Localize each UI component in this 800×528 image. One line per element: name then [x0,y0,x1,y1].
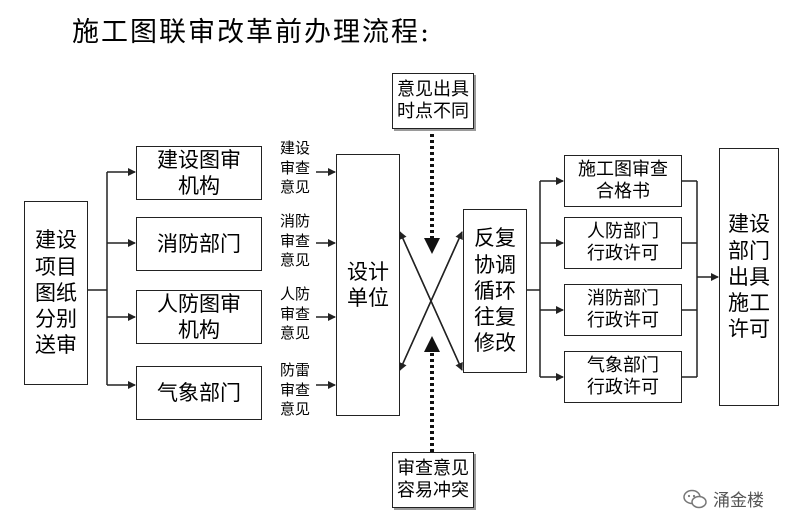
final-box: 建设 部门 出具 施工 许可 [719,148,779,406]
output-label-2: 人防部门 行政许可 [587,220,659,265]
source-box-label: 建设 项目 图纸 分别 送审 [35,228,77,358]
source-box: 建设 项目 图纸 分别 送审 [24,201,88,385]
output-label-4: 气象部门 行政许可 [587,354,659,399]
weather-dept-label: 气象部门 [157,380,241,405]
output-label-1: 施工图审查 合格书 [578,158,668,203]
watermark: 涌金楼 [683,486,764,511]
output-box-3: 消防部门 行政许可 [564,284,682,336]
civil-defense-review-label: 人防图审 机构 [157,291,241,342]
chat-bubble-icon [683,489,707,508]
output-label-3: 消防部门 行政许可 [587,287,659,332]
opinion-label-3: 人防 审查 意见 [279,285,310,342]
opinion-label-1: 建设 审查 意见 [279,139,310,196]
construction-review-box: 建设图审 机构 [136,146,262,200]
watermark-label: 涌金楼 [713,491,764,511]
output-box-4: 气象部门 行政许可 [564,351,682,403]
construction-review-label: 建设图审 机构 [157,147,241,198]
fire-dept-box: 消防部门 [136,217,262,271]
design-unit-label: 设计 单位 [347,259,389,310]
design-unit-box: 设计 单位 [336,154,400,416]
cross-arrow-up-left [399,231,463,371]
dotted-arrowhead-down [424,238,440,254]
opinion-label-4: 防雷 审查 意见 [279,361,310,418]
opinion-label-2: 消防 审查 意见 [279,212,310,269]
civil-defense-review-box: 人防图审 机构 [136,290,262,344]
bottom-note-box: 审查意见 容易冲突 [392,452,474,508]
final-box-label: 建设 部门 出具 施工 许可 [728,212,770,342]
dotted-arrowhead-up [424,336,440,352]
page-title: 施工图联审改革前办理流程: [72,17,432,48]
weather-dept-box: 气象部门 [136,366,262,420]
bottom-note-label: 审查意见 容易冲突 [397,457,469,502]
output-box-1: 施工图审查 合格书 [564,155,682,207]
loop-box-label: 反复 协调 循环 往复 修改 [474,226,516,356]
output-box-2: 人防部门 行政许可 [564,217,682,269]
top-note-label: 意见出具 时点不同 [397,78,469,123]
top-note-box: 意见出具 时点不同 [392,73,474,129]
loop-box: 反复 协调 循环 往复 修改 [463,209,527,373]
fire-dept-label: 消防部门 [157,231,241,256]
